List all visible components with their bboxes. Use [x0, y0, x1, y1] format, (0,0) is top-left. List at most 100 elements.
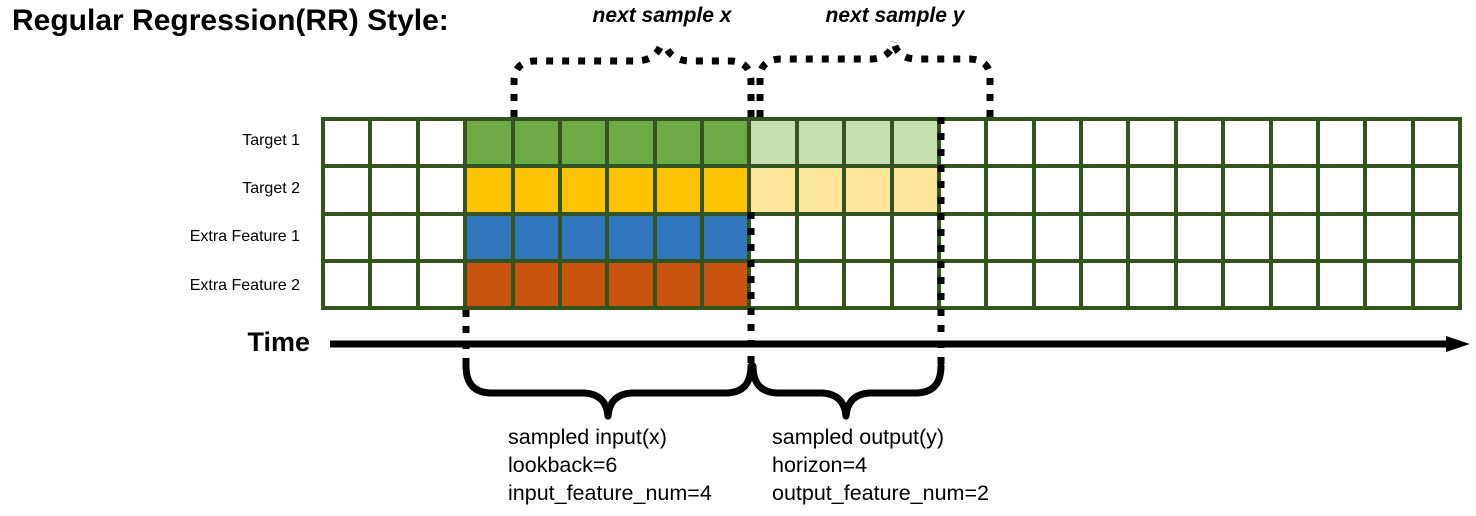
grid-cell: [1130, 168, 1174, 212]
grid-cell: [656, 215, 700, 259]
grid-cell: [940, 262, 985, 306]
grid-cell: [372, 262, 416, 306]
row-label-target-2: Target 2: [242, 180, 300, 197]
grid-cell: [1177, 262, 1222, 306]
grid-cell: [940, 215, 985, 259]
grid-cell: [419, 215, 464, 259]
grid-cell: [704, 121, 748, 165]
grid-cell: [893, 121, 937, 165]
time-axis-label: Time: [247, 327, 310, 357]
grid-cell: [1319, 215, 1364, 259]
caption-output-feature-num: output_feature_num=2: [772, 481, 989, 505]
grid-cell: [609, 168, 653, 212]
grid-cell: [1130, 262, 1174, 306]
row-label-column: Target 1 Target 2 Extra Feature 1 Extra …: [8, 117, 313, 310]
grid-cell: [1225, 262, 1269, 306]
grid-cell: [609, 262, 653, 306]
grid-cell: [609, 215, 653, 259]
grid-cell: [1272, 262, 1316, 306]
caption-output-horizon: horizon=4: [772, 453, 868, 477]
grid-cell: [704, 215, 748, 259]
page-title: Regular Regression(RR) Style:: [12, 4, 449, 37]
grid-cell: [798, 215, 843, 259]
grid-cell: [893, 168, 937, 212]
grid-cell: [372, 121, 416, 165]
grid-cell: [798, 168, 843, 212]
grid-cell: [1367, 215, 1411, 259]
grid-cell: [1035, 215, 1079, 259]
grid-cell: [1414, 262, 1458, 306]
row-label-target-1: Target 1: [242, 132, 300, 149]
grid-cell: [798, 262, 843, 306]
grid-cell: [1083, 215, 1127, 259]
grid-cell: [1225, 121, 1269, 165]
grid-cell: [419, 168, 464, 212]
grid-cell: [325, 168, 369, 212]
grid-cell: [1130, 121, 1174, 165]
grid-cell: [846, 121, 890, 165]
top-dotted-braces: [510, 40, 994, 117]
grid-cell: [1319, 121, 1364, 165]
grid-cell: [514, 215, 558, 259]
grid-cell: [893, 215, 937, 259]
grid-cell: [561, 121, 606, 165]
caption-input-feature-num: input_feature_num=4: [508, 481, 712, 505]
grid-cell: [561, 262, 606, 306]
grid-cell: [1130, 215, 1174, 259]
grid-cell: [467, 121, 511, 165]
grid-cell: [988, 121, 1032, 165]
grid-cell: [325, 262, 369, 306]
annotation-next-sample-x: next sample x: [592, 4, 732, 27]
grid-cell: [1272, 121, 1316, 165]
grid-cell: [988, 168, 1032, 212]
grid-cell: [846, 262, 890, 306]
grid-cell: [1414, 215, 1458, 259]
grid-cell: [704, 262, 748, 306]
row-label-extra-feature-2: Extra Feature 2: [189, 277, 300, 294]
grid-cell: [656, 168, 700, 212]
grid-cell: [372, 215, 416, 259]
grid-cell: [656, 262, 700, 306]
grid-cell: [1414, 168, 1458, 212]
grid-cell: [1272, 168, 1316, 212]
grid-cell: [846, 168, 890, 212]
grid-cell: [325, 215, 369, 259]
grid-cell: [1225, 215, 1269, 259]
grid-cell: [372, 168, 416, 212]
grid-cell: [1272, 215, 1316, 259]
row-label-extra-feature-1: Extra Feature 1: [189, 228, 300, 245]
grid-cell: [467, 168, 511, 212]
grid-cell: [1083, 262, 1127, 306]
grid-cell: [656, 121, 700, 165]
grid-cell: [893, 262, 937, 306]
caption-output-heading: sampled output(y): [772, 425, 945, 449]
grid-cell: [1035, 262, 1079, 306]
grid-cell: [1367, 262, 1411, 306]
grid-cell: [751, 121, 795, 165]
grid-cell: [751, 262, 795, 306]
grid-cell: [940, 168, 985, 212]
grid-cell: [751, 215, 795, 259]
grid-cell: [1035, 121, 1079, 165]
grid-cell: [1083, 168, 1127, 212]
grid-cell: [467, 215, 511, 259]
grid-cell: [846, 215, 890, 259]
grid-cell: [751, 168, 795, 212]
grid-cell: [1177, 215, 1222, 259]
grid-cell: [798, 121, 843, 165]
caption-input-heading: sampled input(x): [508, 425, 667, 449]
grid-cell: [514, 121, 558, 165]
grid-cell: [1035, 168, 1079, 212]
caption-sampled-input: sampled input(x) lookback=6 input_featur…: [508, 423, 712, 507]
grid-cell: [704, 168, 748, 212]
time-axis-arrow: [330, 336, 1470, 352]
grid-cell: [561, 168, 606, 212]
grid-cell: [1225, 168, 1269, 212]
grid-cell: [325, 121, 369, 165]
timeline-grid: [321, 117, 1462, 310]
grid-cell: [1319, 168, 1364, 212]
bottom-braces: [462, 362, 945, 420]
grid-cell: [1367, 121, 1411, 165]
grid-cell: [419, 121, 464, 165]
